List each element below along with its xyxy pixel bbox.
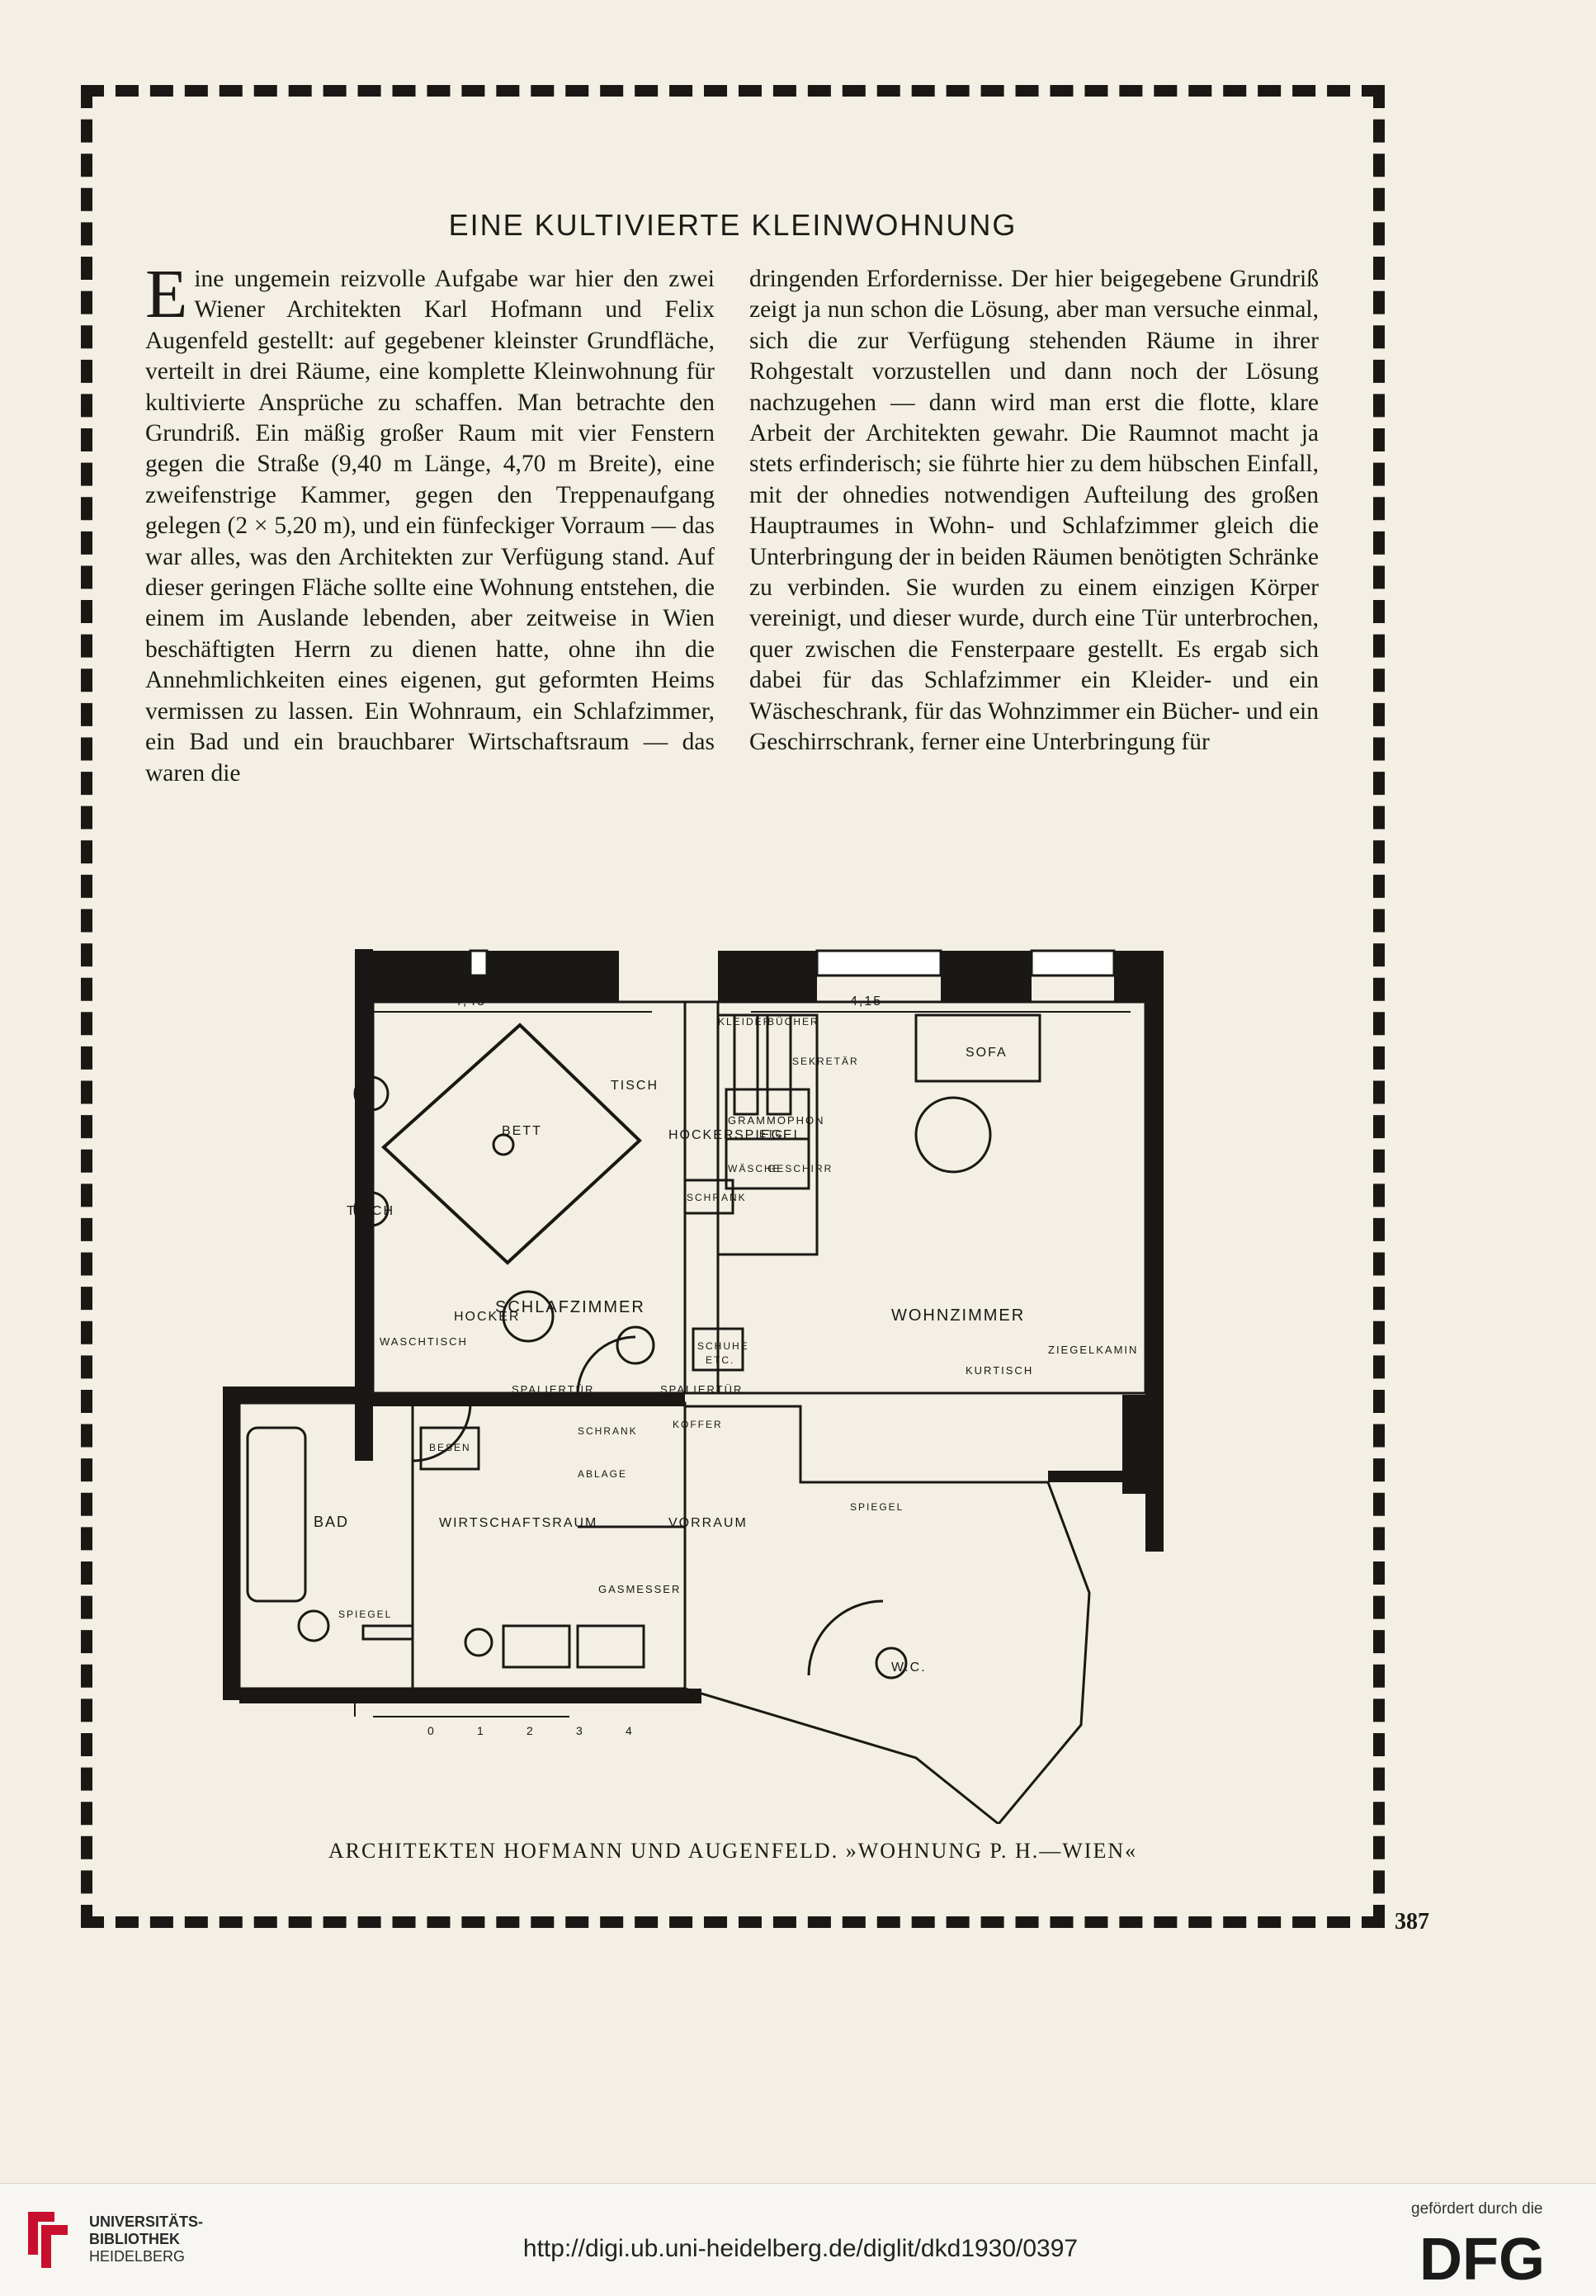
vorraum-label: VORRAUM [668,1516,748,1530]
hocker-label-1: HOCKER [668,1128,734,1142]
etc-label-2: ETC. [706,1354,734,1366]
funding-credit: gefördert durch die [1411,2200,1543,2218]
ablage-label: ABLAGE [578,1468,627,1480]
library-name: UNIVERSITÄTS- BIBLIOTHEK HEIDELBERG [89,2213,204,2265]
waschtisch-label: WASCHTISCH [380,1335,468,1348]
wohnzimmer-label: WOHNZIMMER [891,1306,1025,1325]
grammophon-label: GRAMMOPHON [728,1114,825,1127]
ziegelkamin-label: ZIEGELKAMIN [1048,1344,1138,1356]
etc-label-1: ETC. [759,1128,788,1140]
article-title: EINE KULTIVIERTE KLEINWOHNUNG [448,208,1018,242]
wirtschaftsraum-label: WIRTSCHAFTSRAUM [439,1516,597,1530]
ub-heidelberg-logo-icon[interactable] [21,2205,74,2271]
gasmesser-label: GASMESSER [598,1583,681,1595]
permalink-url[interactable]: http://digi.ub.uni-heidelberg.de/diglit/… [522,2235,1079,2262]
sekretaer-label: SEKRETÄR [792,1056,859,1067]
figure-caption: ARCHITEKTEN HOFMANN UND AUGENFELD. »WOHN… [328,1839,1138,1863]
spaliertuer-label-1: SPALIERTÜR [512,1383,594,1396]
tisch-label-2: TISCH [347,1204,394,1218]
wc-label: W.C. [891,1661,927,1675]
text-column-right: dringenden Erfordernisse. Der hier beige… [749,264,1319,758]
spaliertuer-label-2: SPALIERTÜR [660,1383,743,1396]
bett-label: BETT [502,1124,542,1138]
dim-left-label: 4,45 [454,994,486,1009]
dfg-logo-icon[interactable]: DFG [1419,2228,1576,2286]
hocker-label-2: HOCKER [454,1310,520,1324]
floor-plan: 4,45 4,15 50 BETT TISCH TISCH HOCKER HOC… [223,949,1164,1824]
kurtisch-label: KURTISCH [966,1364,1033,1377]
dim-right-label: 4,15 [850,994,882,1009]
tisch-label-1: TISCH [611,1079,659,1093]
buecher-label: BÜCHER [767,1016,819,1028]
dim-mid-label: 50 [774,988,792,1002]
besen-label: BESEN [429,1442,471,1453]
sofa-label: SOFA [966,1046,1008,1060]
dfg-logo-text: DFG [1419,2228,1545,2286]
schuhe-label: SCHUHE [697,1340,749,1352]
spiegel-label-3: SPIEGEL [338,1609,392,1620]
scale-label-2: 2 [526,1724,535,1737]
kleider-label: KLEIDER [718,1016,772,1028]
schrank-label-1: SCHRANK [687,1192,747,1203]
scale-label-0: 0 [427,1724,436,1737]
footer-bar: UNIVERSITÄTS- BIBLIOTHEK HEIDELBERG http… [0,2183,1596,2296]
spiegel-label-2: SPIEGEL [850,1501,904,1513]
spiegel-label-1: SPIEGEL [734,1128,802,1142]
page-border [81,85,1385,1928]
schlafzimmer-label: SCHLAFZIMMER [495,1298,645,1316]
schrank-label-2: SCHRANK [578,1425,638,1437]
waesche-label: WÄSCHE [728,1163,781,1174]
page-number: 387 [1395,1909,1429,1935]
scale-label-1: 1 [477,1724,485,1737]
right-column-text: dringenden Erfordernisse. Der hier beige… [749,266,1319,756]
left-column-text: ine ungemein reizvolle Aufgabe war hier … [145,266,715,787]
bad-label: BAD [314,1514,349,1530]
geschirr-label: GESCHIRR [767,1163,833,1174]
koffer-label: KOFFER [673,1419,723,1430]
scale-label-3: 3 [576,1724,584,1737]
scale-label-4: 4 [626,1724,634,1737]
drop-cap: E [145,256,188,333]
